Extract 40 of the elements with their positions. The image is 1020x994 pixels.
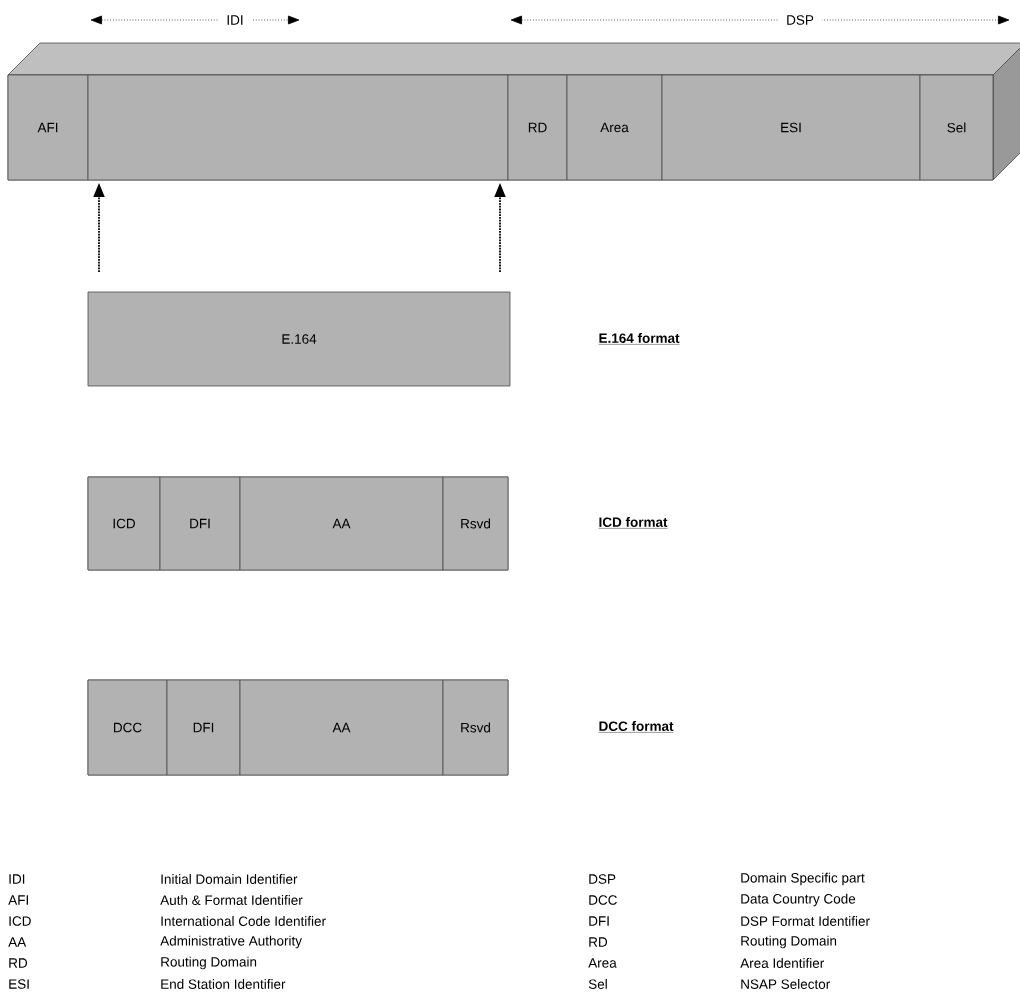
glossary-text: Auth & Format Identifier: [160, 895, 303, 905]
field-cell: Rsvd: [442, 476, 509, 571]
glossary-text: RD: [9, 958, 28, 968]
glossary-text: Initial Domain Identifier: [161, 874, 298, 884]
glossary-text: Data Country Code: [741, 893, 856, 907]
glossary-text: Routing Domain: [741, 935, 837, 949]
glossary-text: DSP: [589, 874, 616, 884]
field-cell: Area: [566, 74, 663, 181]
glossary-text: Routing Domain: [161, 956, 257, 970]
glossary-text: DFI: [589, 916, 609, 926]
field-cell: Sel: [919, 74, 994, 181]
glossary-text: DSP Format Identifier: [741, 916, 870, 926]
field-cell: DCC: [87, 679, 168, 776]
glossary-text: International Code Identifier: [161, 916, 326, 926]
glossary-text: Area Identifier: [740, 958, 824, 968]
glossary-text: IDI: [9, 874, 25, 884]
glossary-text: DCC: [589, 895, 617, 905]
field-cell: Rsvd: [442, 679, 509, 776]
glossary-text: AA: [8, 937, 27, 947]
field-cell: ICD: [87, 476, 161, 571]
field-cell: RD: [507, 74, 568, 181]
field-cell: DFI: [159, 476, 241, 571]
glossary-text: ESI: [9, 979, 29, 989]
glossary-text: AFI: [8, 895, 28, 905]
field-cell: AFI: [7, 74, 89, 181]
format-title: ICD format: [598, 517, 668, 529]
format-title: E.164 format: [598, 333, 680, 345]
format-title: DCC format: [598, 721, 674, 733]
field-cell: DFI: [166, 679, 241, 776]
glossary-text: Administrative Authority: [160, 935, 302, 949]
glossary-text: RD: [589, 937, 608, 947]
glossary-text: End Station Identifier: [161, 979, 286, 989]
glossary-text: Domain Specific part: [741, 872, 865, 886]
dimension-label: DSP: [778, 14, 822, 26]
glossary-text: Sel: [588, 979, 607, 989]
field-box: E.164: [87, 291, 511, 387]
glossary-text: ICD: [9, 916, 31, 926]
glossary-text: NSAP Selector: [741, 979, 830, 989]
dimension-label: IDI: [218, 14, 252, 26]
glossary-text: Area: [588, 958, 617, 968]
